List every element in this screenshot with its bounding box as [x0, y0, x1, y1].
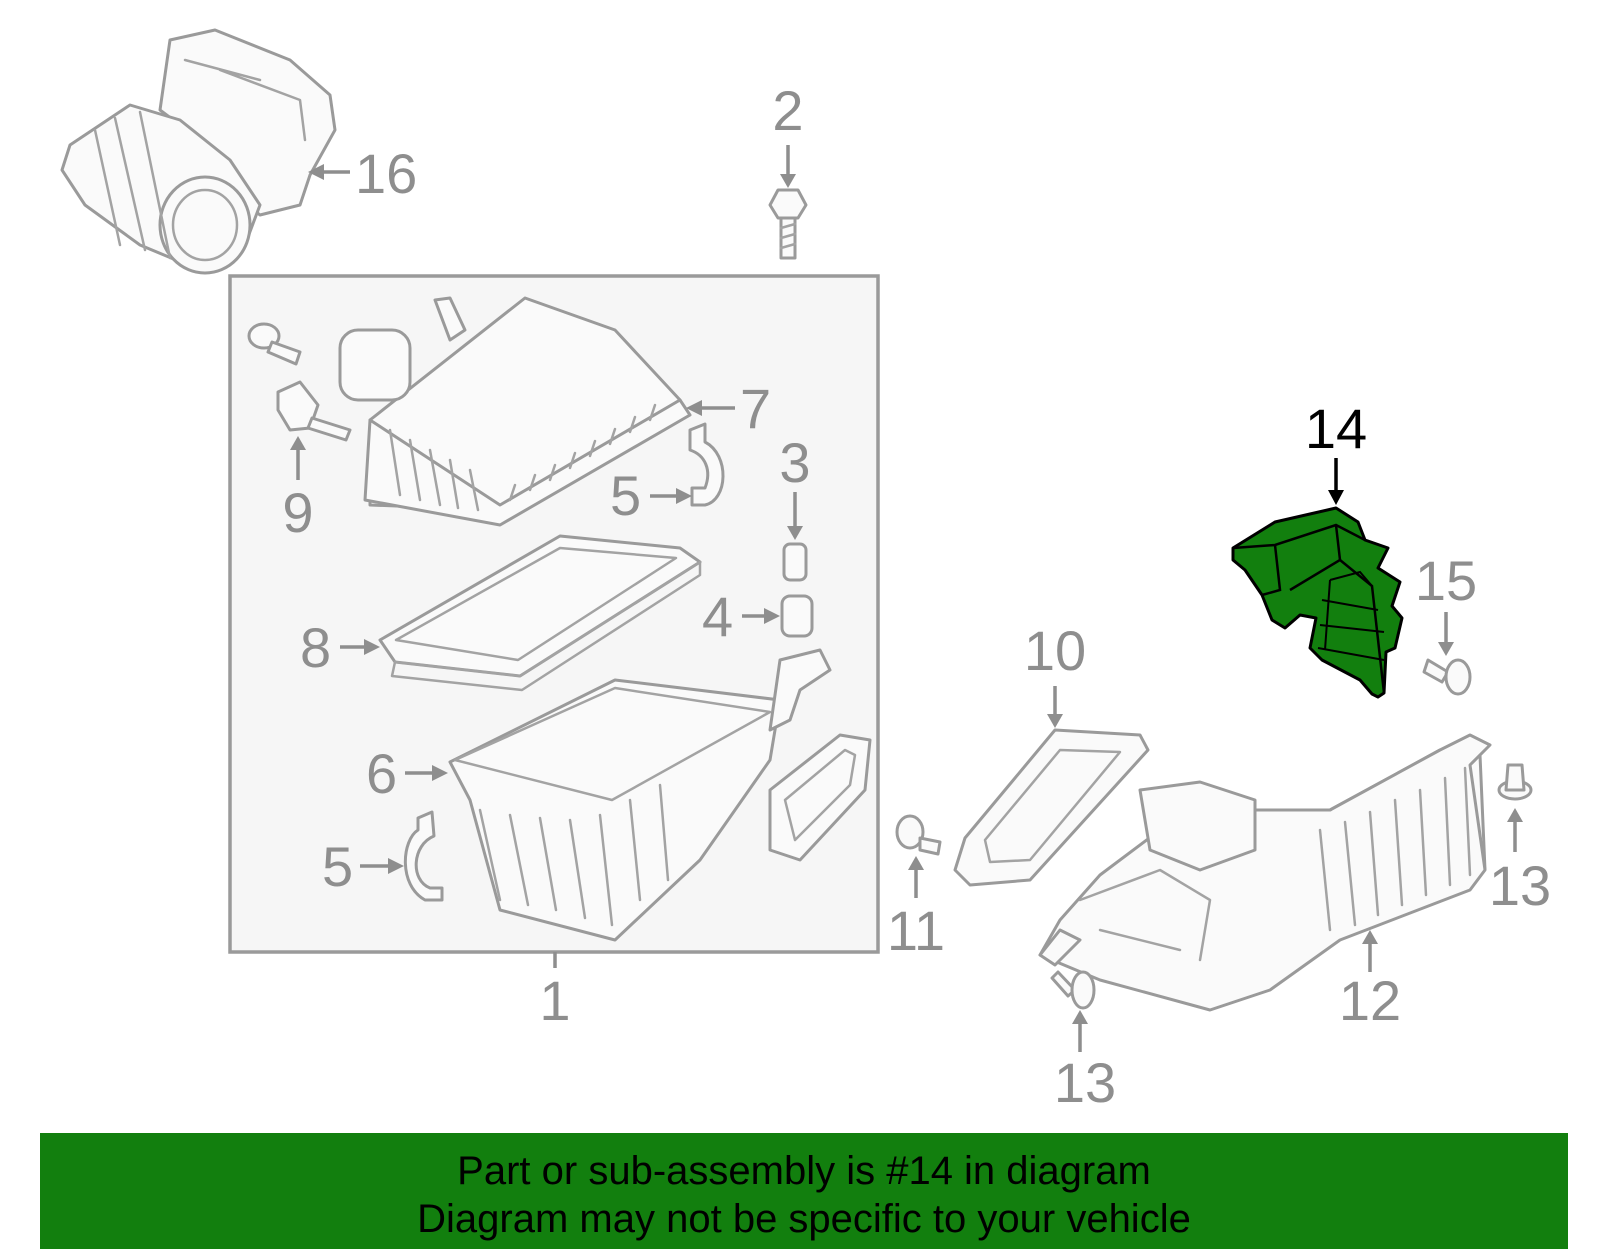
part-9-sensor [276, 380, 352, 442]
part-8-filter [378, 534, 702, 692]
part-11-clip [895, 814, 942, 856]
arrowhead-2 [780, 174, 796, 188]
info-banner: Part or sub-assembly is #14 in diagram D… [40, 1133, 1568, 1249]
arrowhead-15 [1438, 642, 1454, 656]
arrowhead-6 [432, 765, 448, 781]
part-6-lower-case [448, 648, 872, 942]
part-4-grommet [780, 594, 814, 638]
arrowhead-7 [686, 400, 702, 416]
callout-1: 1 [539, 969, 570, 1032]
part-15-clip [1422, 658, 1472, 696]
callout-8: 8 [300, 616, 331, 679]
callout-14: 14 [1305, 397, 1367, 460]
arrowhead-14 [1328, 490, 1344, 505]
arrowhead-13-right [1507, 808, 1523, 822]
part-14-air-guide-highlighted [1231, 506, 1404, 699]
part-3-collar [782, 542, 808, 582]
part-5-clip-upper [688, 422, 725, 507]
callout-7: 7 [740, 377, 771, 440]
callout-12: 12 [1339, 969, 1401, 1032]
arrowhead-5-lower [388, 858, 404, 874]
part-10-seal [953, 728, 1150, 887]
part-13-clip-right [1497, 763, 1533, 801]
callout-2: 2 [772, 79, 803, 142]
callout-3: 3 [779, 431, 810, 494]
arrowhead-16 [308, 164, 324, 180]
callout-6: 6 [366, 742, 397, 805]
banner-line-disclaimer: Diagram may not be specific to your vehi… [417, 1197, 1191, 1241]
screw-small [247, 322, 302, 366]
part-7-cover [338, 296, 692, 527]
arrowhead-11 [908, 856, 924, 870]
part-12-resonator [1038, 733, 1492, 1012]
callout-9: 9 [282, 481, 313, 544]
part-2-bolt [768, 188, 808, 260]
arrowhead-10 [1047, 714, 1063, 728]
callout-11: 11 [887, 899, 945, 962]
callout-16: 16 [355, 142, 417, 205]
callout-10: 10 [1024, 619, 1086, 682]
part-16-intake-hose [60, 28, 337, 275]
callout-15: 15 [1415, 549, 1477, 612]
arrowhead-3 [787, 526, 803, 540]
callout-5-lower: 5 [322, 835, 353, 898]
part-13-clip-bottom [1050, 970, 1096, 1010]
callout-13-right: 13 [1489, 854, 1551, 917]
part-5-clip-lower [403, 810, 444, 902]
arrowhead-12 [1362, 930, 1378, 944]
callout-13-bottom: 13 [1054, 1051, 1116, 1114]
arrowhead-4 [764, 608, 780, 624]
arrowhead-9 [290, 436, 306, 450]
callout-5-upper: 5 [610, 464, 641, 527]
banner-line-part: Part or sub-assembly is #14 in diagram [457, 1149, 1151, 1193]
callout-4: 4 [702, 585, 733, 648]
arrowhead-13-bottom [1072, 1010, 1088, 1024]
arrowhead-8 [364, 639, 380, 655]
arrowhead-5-upper [676, 488, 692, 504]
